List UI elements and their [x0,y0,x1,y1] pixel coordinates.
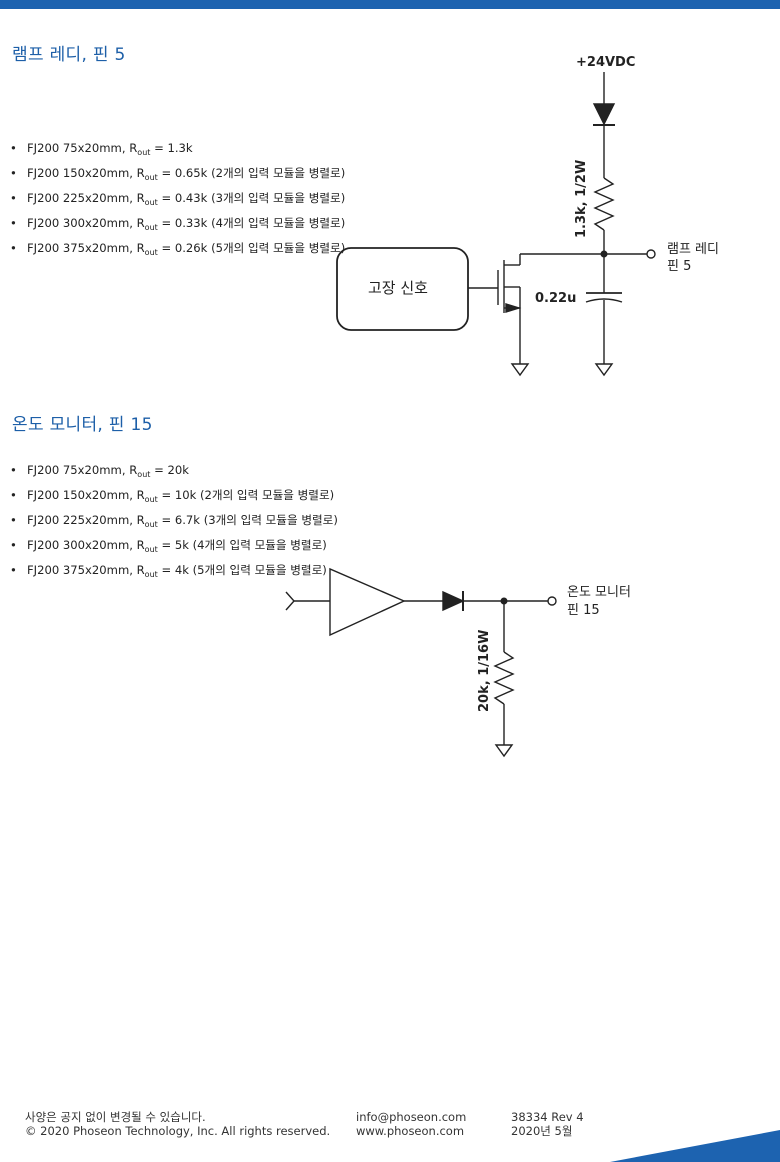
ground-icon [510,363,530,377]
pullup-resistor-icon [593,177,615,231]
output-label-1: 램프 레디 [667,242,719,257]
capacitor-label: 0.22u [535,291,576,306]
output-label-2: 핀 15 [567,603,600,618]
output-node-dot [600,250,608,258]
list-item: •FJ200 75x20mm, Rout = 1.3k [10,141,193,157]
list-item: •FJ200 225x20mm, Rout = 6.7k (3개의 입력 모듈을… [10,513,338,529]
capacitor-icon [585,298,623,303]
corner-brand-swoosh [610,1130,780,1162]
footer-copyright: © 2020 Phoseon Technology, Inc. All righ… [25,1124,331,1138]
supply-diode-icon [592,103,616,126]
lamp-ready-circuit-diagram: +24VDC 1.3k, 1/2W 0.22u 고장 신호 램프 레디 핀 5 [336,55,719,377]
amplifier-icon [329,567,406,637]
input-arrow-icon [285,591,295,611]
output-label-1: 온도 모니터 [567,585,631,600]
footer-website[interactable]: www.phoseon.com [356,1124,465,1138]
temp-monitor-bullet-list: •FJ200 75x20mm, Rout = 20k •FJ200 150x20… [10,460,338,585]
list-item: •FJ200 300x20mm, Rout = 0.33k (4개의 입력 모듈… [10,216,346,232]
ground-icon [594,363,614,377]
footer-doc-number: 38334 Rev 4 [511,1110,584,1124]
resistor-label: 20k, 1/16W [477,630,492,712]
block-label: 고장 신호 [368,279,428,297]
list-item: •FJ200 225x20mm, Rout = 0.43k (3개의 입력 모듈… [10,191,346,207]
footer-date: 2020년 5월 [511,1124,573,1138]
list-item: •FJ200 150x20mm, Rout = 10k (2개의 입력 모듈을 … [10,488,335,504]
list-item: •FJ200 300x20mm, Rout = 5k (4개의 입력 모듈을 병… [10,538,327,554]
ground-icon [494,744,514,758]
footer-doc-info: 38334 Rev 4 2020년 5월 [511,1110,584,1138]
list-item: •FJ200 375x20mm, Rout = 0.26k (5개의 입력 모듈… [10,241,346,257]
section-title-temp-monitor: 온도 모니터, 핀 15 [12,415,153,435]
output-terminal-icon [646,249,656,259]
lamp-ready-bullet-list: •FJ200 75x20mm, Rout = 1.3k •FJ200 150x2… [10,138,345,263]
footer-notice: 사양은 공지 없이 변경될 수 있습니다. [25,1110,206,1124]
footer-legal: 사양은 공지 없이 변경될 수 있습니다. © 2020 Phoseon Tec… [25,1110,330,1138]
output-label-2: 핀 5 [667,259,691,274]
top-brand-bar [0,0,780,9]
list-item: •FJ200 150x20mm, Rout = 0.65k (2개의 입력 모듈… [10,166,346,182]
footer-email[interactable]: info@phoseon.com [356,1110,467,1124]
footer-contact: info@phoseon.com www.phoseon.com [356,1110,466,1138]
supply-label: +24VDC [576,55,635,70]
section-title-lamp-ready: 램프 레디, 핀 5 [12,45,126,65]
output-diode-icon [442,590,465,612]
resistor-label: 1.3k, 1/2W [574,160,589,238]
pulldown-resistor-icon [493,651,515,705]
mosfet-arrow-icon [505,303,522,313]
fault-signal-block [336,247,469,331]
temp-monitor-circuit-diagram: 20k, 1/16W 온도 모니터 핀 15 [285,567,631,758]
list-item: •FJ200 375x20mm, Rout = 4k (5개의 입력 모듈을 병… [10,563,327,579]
list-item: •FJ200 75x20mm, Rout = 20k [10,463,189,479]
output-terminal-icon [547,596,557,606]
